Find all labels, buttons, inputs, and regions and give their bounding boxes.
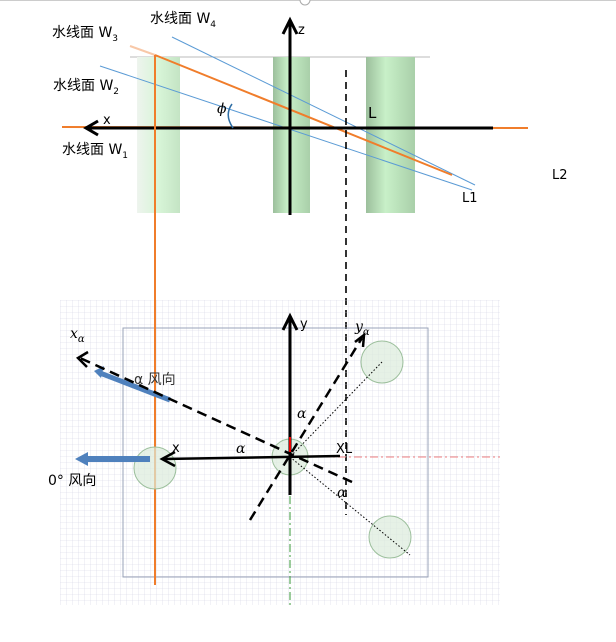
label-phi: ϕ	[217, 101, 227, 117]
x-axis-plan	[162, 454, 341, 461]
ya-arrow-icon	[354, 332, 366, 348]
column-lower-right	[368, 515, 412, 559]
x-plan-arrow-icon	[159, 450, 176, 468]
label-w4: 水线面 W4	[150, 11, 216, 30]
dotted-line-upper	[289, 361, 383, 458]
label-xa: xα	[70, 326, 85, 345]
xa-arrow-icon	[75, 350, 89, 368]
label-z: z	[298, 23, 305, 38]
waterline-w3	[154, 54, 453, 176]
label-x-plan: x	[172, 441, 180, 456]
handle-icon	[299, 0, 311, 6]
wind-zero-arrowhead-icon	[75, 452, 88, 466]
x-arrow-icon	[83, 119, 99, 137]
plan-view: y yα xα α 风向 0° 风向 x α α α XL	[48, 300, 500, 605]
label-x-elev: x	[103, 113, 111, 128]
label-alpha-x: α	[236, 441, 246, 457]
waterline-w3-faint	[129, 45, 156, 56]
label-ya: yα	[354, 319, 370, 338]
label-xl: XL	[336, 442, 353, 457]
dotted-line-lower	[289, 456, 411, 556]
xa-axis	[79, 356, 353, 484]
column-left	[133, 446, 177, 490]
ya-axis	[248, 337, 364, 521]
pillar-left	[137, 57, 180, 213]
pillar-right	[366, 57, 415, 213]
deck-outline	[122, 327, 429, 578]
elevation-view: 水线面 W3 水线面 W4 水线面 W2 水线面 W1 z x ϕ L L1 L…	[52, 11, 568, 585]
label-w2: 水线面 W2	[53, 78, 119, 97]
label-wind-zero: 0° 风向	[48, 473, 96, 489]
label-L1: L1	[462, 191, 478, 206]
wind-arrow-alpha	[99, 370, 171, 403]
y-arrow-icon	[281, 312, 299, 331]
label-alpha-lower: α	[337, 485, 347, 501]
label-wind-alpha: α 风向	[134, 372, 176, 388]
label-L2: L2	[552, 168, 568, 183]
label-w1: 水线面 W1	[62, 142, 128, 161]
label-alpha-y: α	[297, 406, 307, 422]
phi-arc	[227, 103, 234, 129]
label-y: y	[300, 317, 308, 332]
waterline-w4	[171, 36, 476, 186]
label-L: L	[368, 104, 377, 122]
label-w3: 水线面 W3	[52, 25, 118, 44]
z-arrow-icon	[281, 16, 299, 35]
